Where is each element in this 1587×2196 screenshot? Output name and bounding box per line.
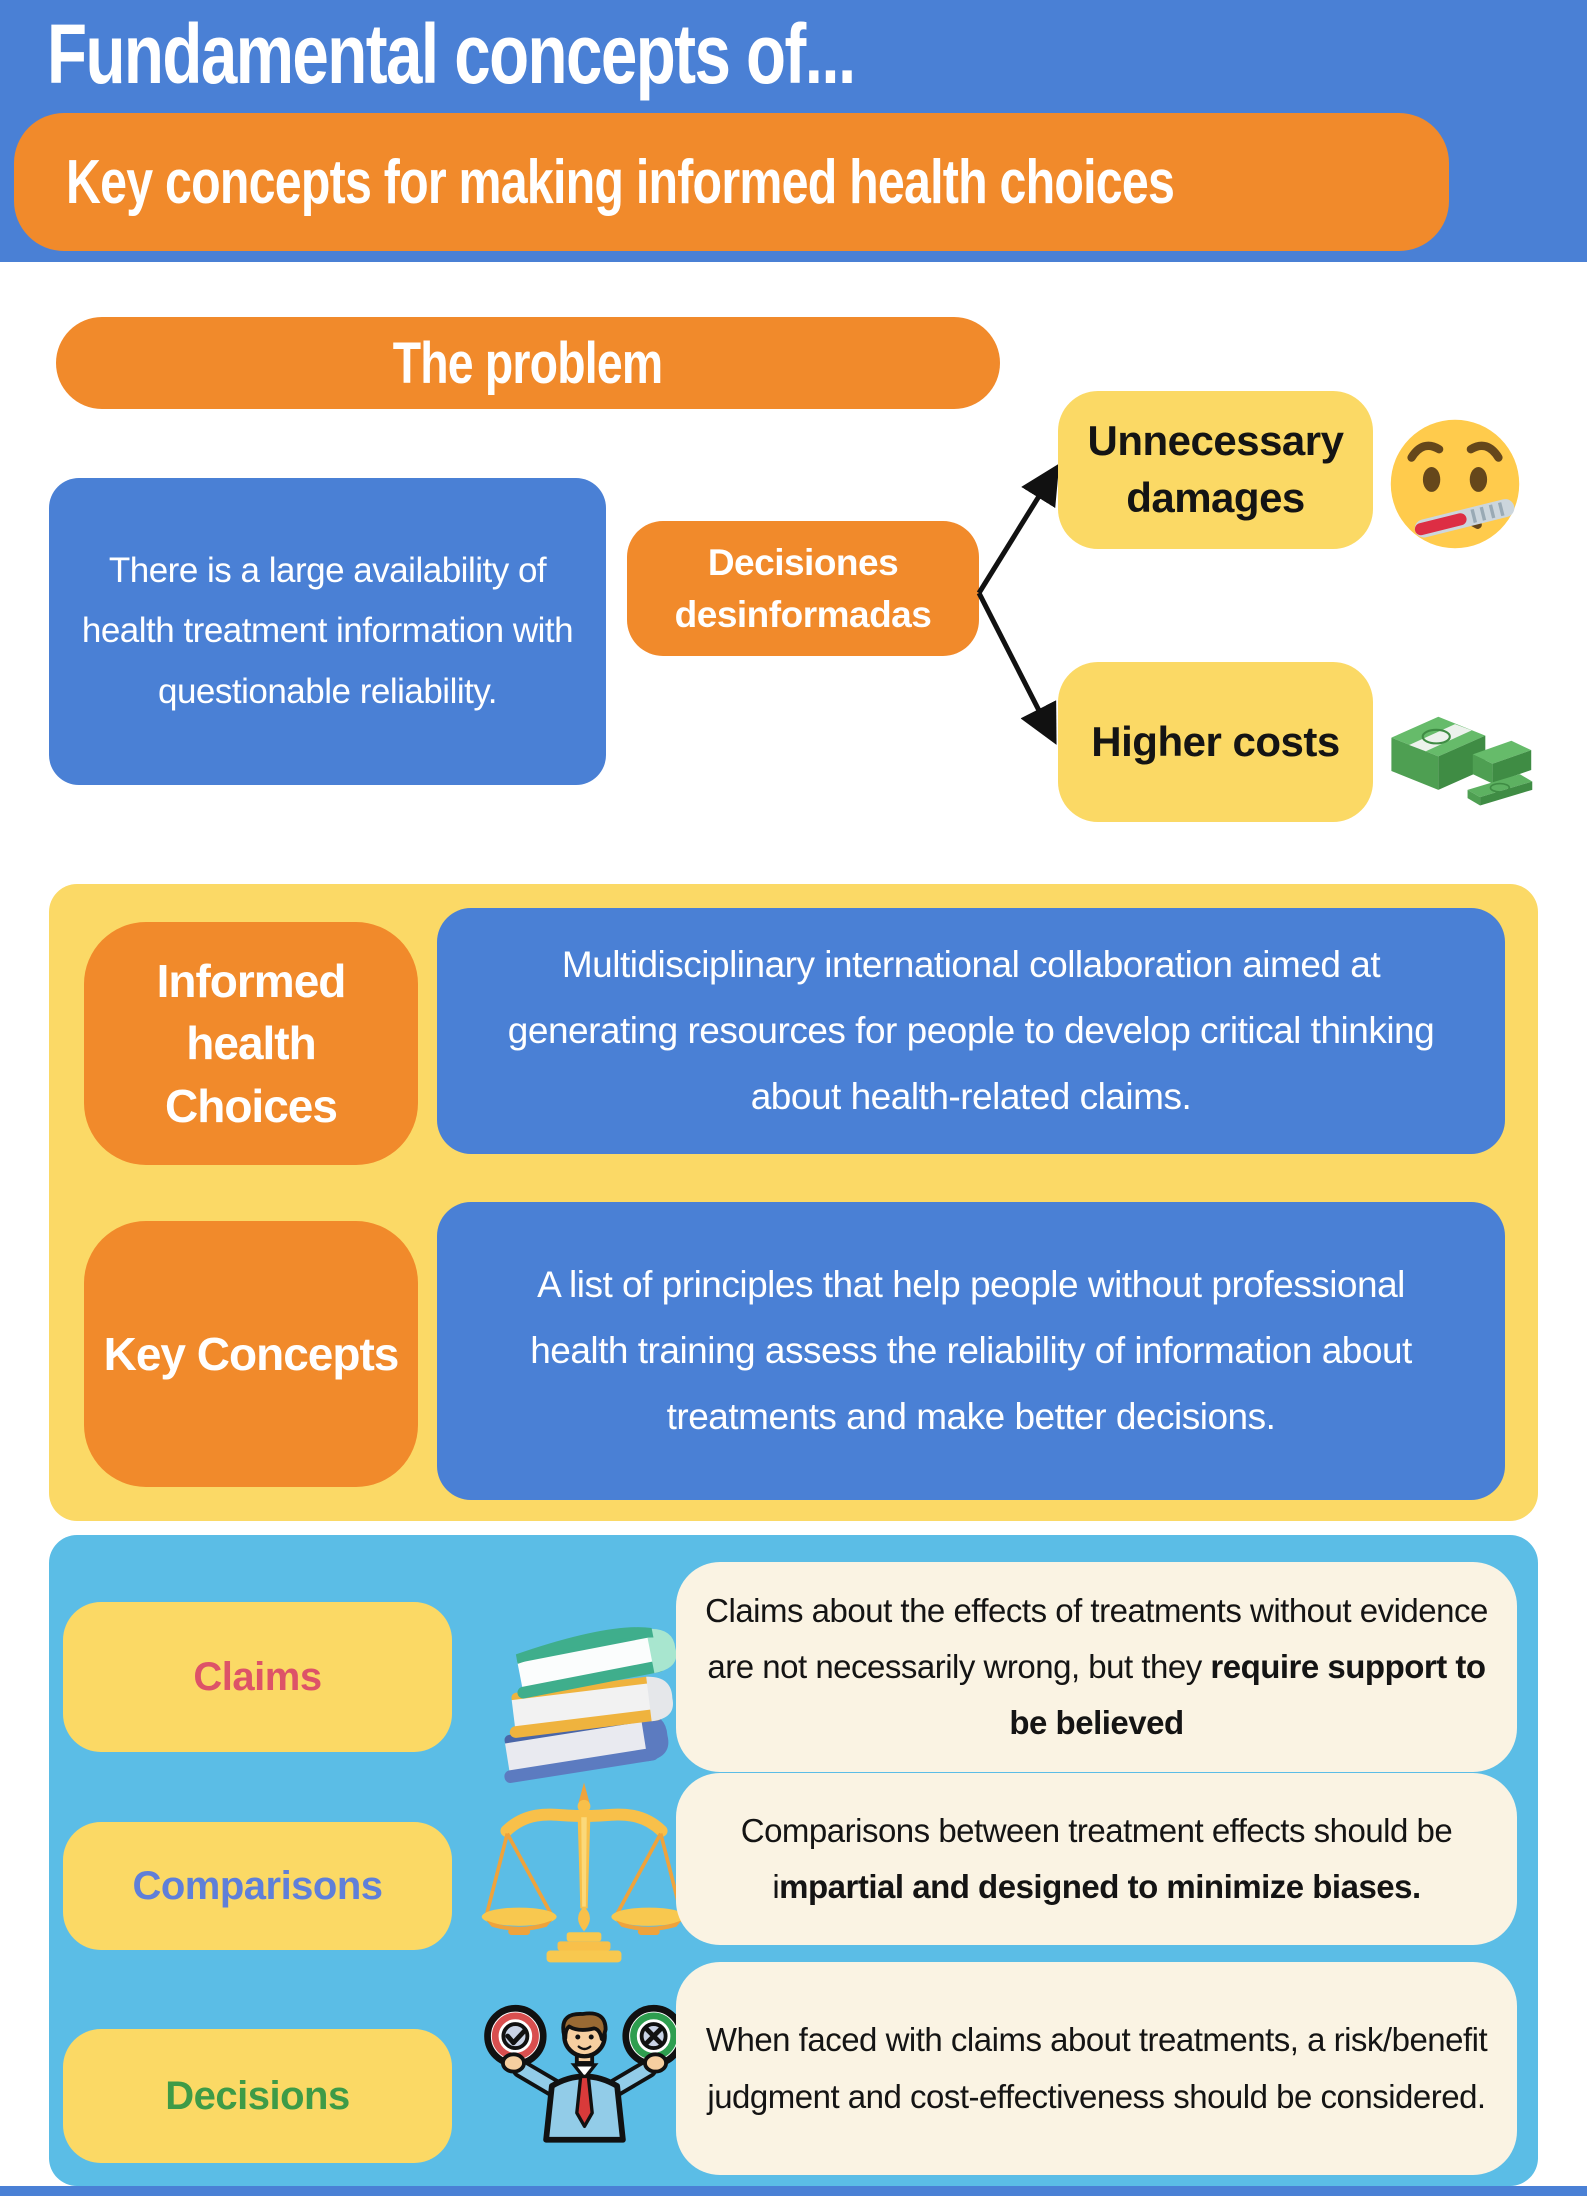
- concept-text: Claims about the effects of treatments w…: [705, 1591, 1488, 1742]
- concept-label-text: Decisions: [165, 2073, 350, 2118]
- effect-costs-box: Higher costs: [1058, 662, 1373, 822]
- effect-costs-text: Higher costs: [1091, 718, 1340, 765]
- face-with-thermometer-emoji: [1390, 419, 1520, 549]
- effect-damages-text: Unnecessary damages: [1087, 417, 1345, 521]
- problem-statement-box: There is a large availability of health …: [49, 478, 606, 785]
- definition-desc-box: A list of principles that help people wi…: [437, 1202, 1505, 1500]
- effect-damages-box: Unnecessary damages: [1058, 391, 1373, 549]
- cause-effect-arrows: [976, 463, 1060, 745]
- definition-term-informed-health-choices: Informed health Choices: [84, 922, 418, 1165]
- definition-desc-text: Multidisciplinary international collabor…: [507, 944, 1435, 1117]
- concept-text-comparisons: Comparisons between treatment effects sh…: [676, 1773, 1517, 1945]
- concept-text-decisions: When faced with claims about treatments,…: [676, 1962, 1517, 2175]
- footer-band: [0, 2186, 1587, 2196]
- page-title: Fundamental concepts of...: [47, 2, 1082, 106]
- concept-label-claims: Claims: [63, 1602, 452, 1752]
- page-title-text: Fundamental concepts of...: [47, 7, 856, 101]
- definitions-panel: Informed health Choices Multidisciplinar…: [49, 884, 1538, 1521]
- concept-text: When faced with claims about treatments,…: [705, 2021, 1488, 2115]
- cause-text: Decisiones desinformadas: [674, 541, 932, 635]
- decision-person-icon: [484, 2004, 685, 2143]
- key-concepts-panel: Claims Claims a: [49, 1535, 1538, 2186]
- books-icon: [504, 1627, 677, 1783]
- scales-icon: [481, 1782, 687, 1963]
- concept-text: Comparisons between treatment effects sh…: [740, 1811, 1453, 1905]
- money-stack-icon: [1391, 716, 1533, 806]
- subtitle-banner: Key concepts for making informed health …: [14, 113, 1449, 251]
- problem-statement-text: There is a large availability of health …: [81, 551, 574, 711]
- concept-label-decisions: Decisions: [63, 2029, 452, 2163]
- definition-desc-box: Multidisciplinary international collabor…: [437, 908, 1505, 1154]
- definition-term-text: Key Concepts: [103, 1327, 400, 1380]
- problem-banner: The problem: [56, 317, 1000, 409]
- concept-label-comparisons: Comparisons: [63, 1822, 452, 1950]
- cause-box: Decisiones desinformadas: [627, 521, 979, 656]
- definition-desc-text: A list of principles that help people wi…: [530, 1264, 1412, 1437]
- concept-label-text: Claims: [193, 1654, 322, 1699]
- subtitle-text: Key concepts for making informed health …: [66, 147, 1175, 217]
- definition-term-key-concepts: Key Concepts: [84, 1221, 418, 1487]
- problem-banner-text: The problem: [393, 330, 663, 396]
- concept-label-text: Comparisons: [132, 1863, 383, 1908]
- definition-term-text: Informed health Choices: [156, 955, 347, 1132]
- concept-text-claims: Claims about the effects of treatments w…: [676, 1562, 1517, 1772]
